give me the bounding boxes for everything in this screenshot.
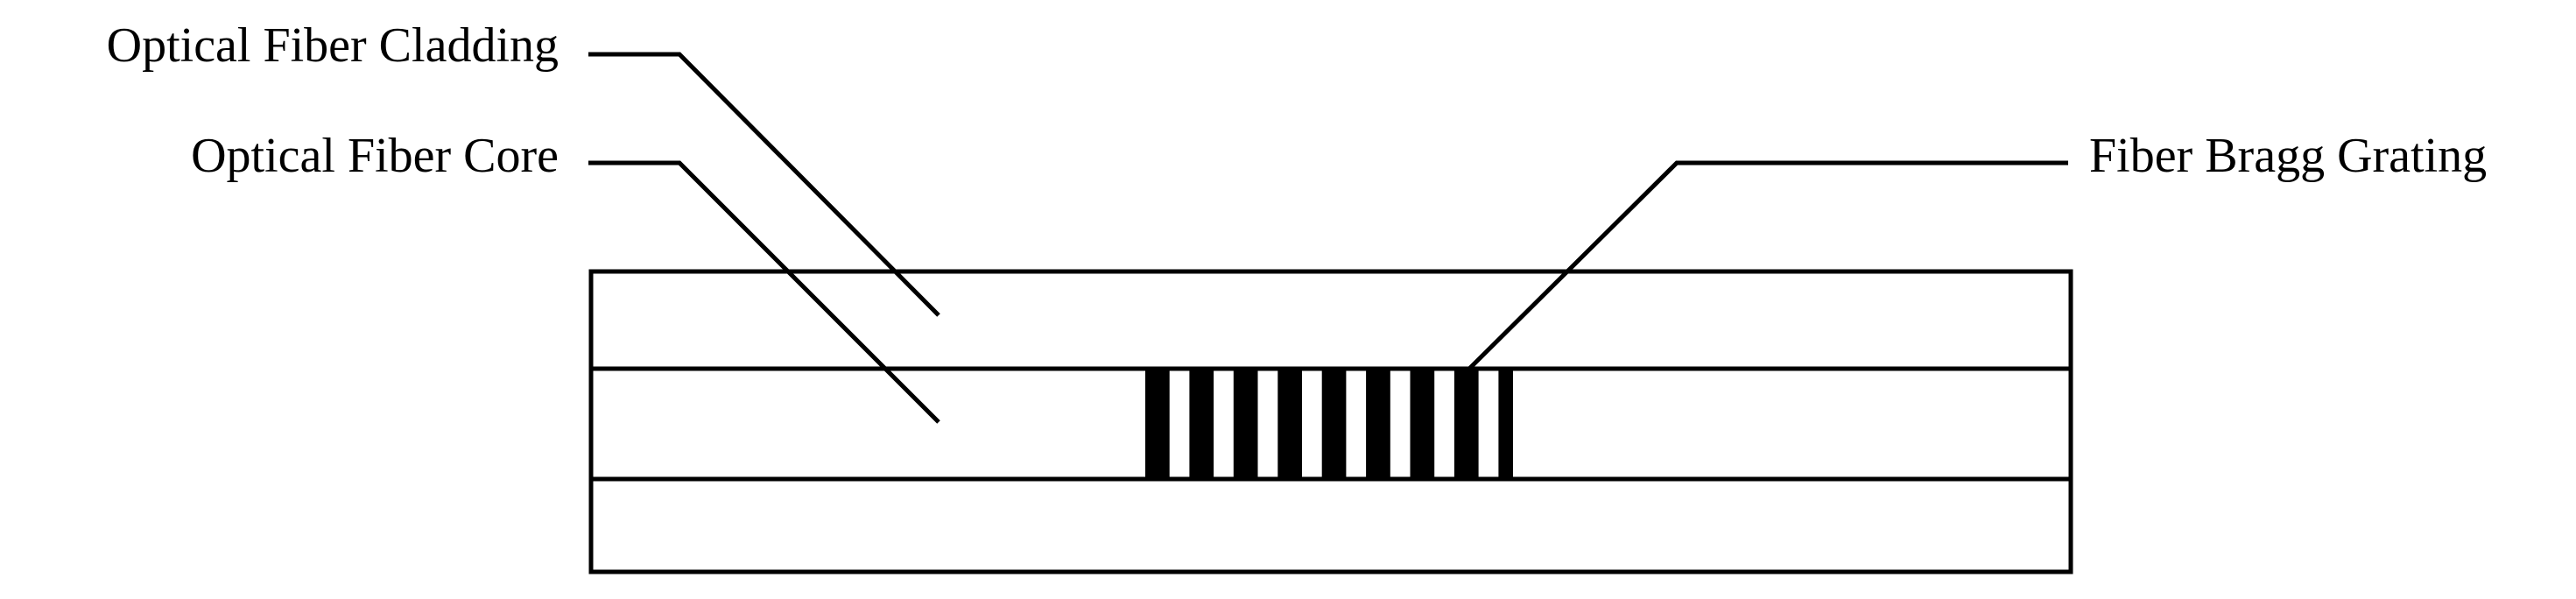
leader-grating [1465,160,2068,373]
grating-bar [1453,369,1479,479]
leader-cladding [588,52,940,317]
grating-bar [1277,369,1302,479]
label-grating: Fiber Bragg Grating [2089,129,2487,183]
label-cladding: Optical Fiber Cladding [107,18,559,73]
grating-bar [1410,369,1435,479]
label-core: Optical Fiber Core [191,129,559,183]
grating-bar [1145,369,1170,479]
bragg-grating-bars [1145,369,1513,479]
grating-bar [1366,369,1390,479]
grating-bar [1189,369,1214,479]
grating-bar [1321,369,1347,479]
leader-core [588,160,940,424]
grating-bar [1498,369,1513,479]
grating-bar [1233,369,1258,479]
